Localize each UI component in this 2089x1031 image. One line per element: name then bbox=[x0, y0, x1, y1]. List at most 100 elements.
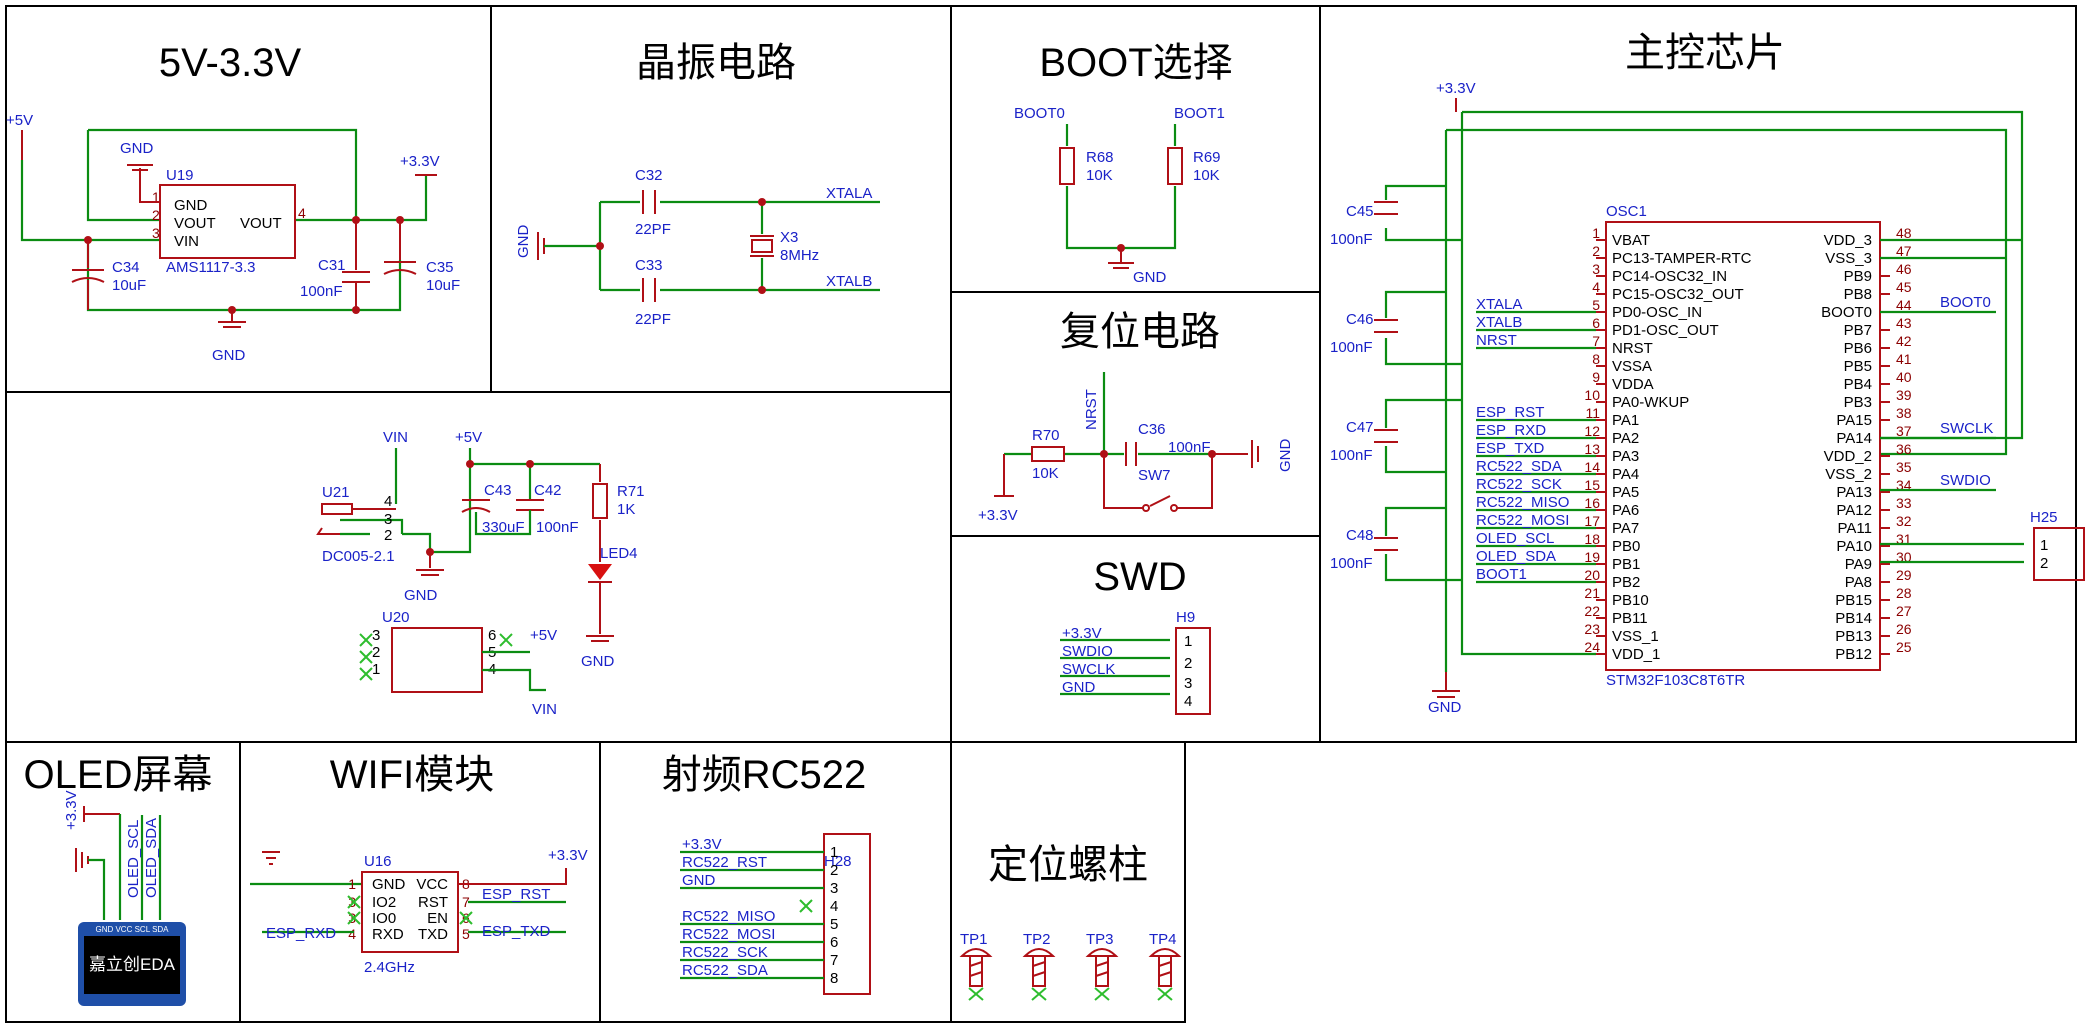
c43-ref: C43 bbox=[484, 482, 512, 499]
c48-value: 100nF bbox=[1330, 555, 1373, 572]
mcu-right-nets: BOOT0 SWCLK SWDIO H25 12 bbox=[1880, 238, 2085, 581]
mcu-left-net-label: OLED_SDA bbox=[1476, 548, 1556, 565]
mcu-right-pin-name: PA8 bbox=[1845, 574, 1872, 591]
c31-ref: C31 bbox=[318, 257, 346, 274]
section-title-swd: SWD bbox=[1093, 555, 1186, 599]
testpoint-thread bbox=[1032, 971, 1046, 977]
u21-ref: U21 bbox=[322, 484, 350, 501]
testpoint-thread bbox=[1158, 971, 1172, 977]
svg-text:6: 6 bbox=[488, 627, 496, 644]
mcu-left-pin-number: 11 bbox=[1585, 405, 1600, 421]
testpoint-head bbox=[1085, 948, 1119, 957]
rc522-net-label: RC522_SCK bbox=[682, 944, 768, 961]
r68-value: 10K bbox=[1086, 167, 1113, 184]
mcu-right-pin-name: PB6 bbox=[1844, 340, 1872, 357]
mcu-left-pin-number: 16 bbox=[1584, 495, 1600, 511]
mcu-left-pin-name: PA7 bbox=[1612, 520, 1639, 537]
mcu-left-pin-name: VDD_1 bbox=[1612, 646, 1660, 663]
net-boot0-top: BOOT0 bbox=[1014, 105, 1065, 122]
oled-net-sda: OLED_SDA bbox=[143, 818, 160, 898]
mcu-left-pin-number: 7 bbox=[1592, 333, 1600, 349]
wifi-left-pin-name: RXD bbox=[372, 926, 404, 943]
mcu-left-net-label: BOOT1 bbox=[1476, 566, 1527, 583]
oled-pin-labels: GND VCC SCL SDA bbox=[95, 925, 169, 934]
x3-ref: X3 bbox=[780, 229, 798, 246]
section-title-boot: BOOT选择 bbox=[1039, 41, 1232, 85]
rc522-pin-number: 1 bbox=[830, 844, 838, 861]
gnd-label-mcu: GND bbox=[1428, 699, 1462, 716]
c45-value: 100nF bbox=[1330, 231, 1373, 248]
mcu-right-pin-name: PA11 bbox=[1838, 520, 1872, 537]
gnd-label-power: GND bbox=[212, 347, 246, 364]
c47-ref: C47 bbox=[1346, 419, 1374, 436]
mcu-left-pin-name: NRST bbox=[1612, 340, 1653, 357]
svg-text:2: 2 bbox=[2040, 555, 2048, 572]
mcu-right-pin-number: 27 bbox=[1896, 603, 1912, 619]
testpoint-body bbox=[969, 955, 983, 987]
mcu-right-pin-number: 26 bbox=[1896, 621, 1912, 637]
mcu-left-pin-name: PA6 bbox=[1612, 502, 1639, 519]
r68-ref: R68 bbox=[1086, 149, 1114, 166]
c45-ref: C45 bbox=[1346, 203, 1374, 220]
mcu-right-pin-name: PA10 bbox=[1836, 538, 1872, 555]
u20-ref: U20 bbox=[382, 609, 410, 626]
c42-value: 100nF bbox=[536, 519, 579, 536]
svg-text:1: 1 bbox=[2040, 537, 2048, 554]
mcu-left-pin-number: 3 bbox=[1592, 261, 1600, 277]
wifi-net-rst: ESP_RST bbox=[482, 886, 550, 903]
mcu-left-pin-number: 14 bbox=[1584, 459, 1600, 475]
r69-ref: R69 bbox=[1193, 149, 1221, 166]
testpoint-thread bbox=[1095, 961, 1109, 967]
gnd-label-u19: GND bbox=[120, 140, 154, 157]
mcu-right-pin-number: 47 bbox=[1896, 243, 1912, 259]
r71-ref: R71 bbox=[617, 483, 645, 500]
mcu-left-pin-name: PB1 bbox=[1612, 556, 1640, 573]
u19-pin-vout-right: VOUT bbox=[240, 215, 282, 232]
mcu-left-pin-name: PA1 bbox=[1612, 412, 1639, 429]
oled-circuit: +3.3V OLED_SCL OLED_SDA GND VCC SCL SDA … bbox=[63, 790, 186, 1006]
wifi-net-rxd: ESP_RXD bbox=[266, 925, 336, 942]
svg-text:2: 2 bbox=[152, 207, 160, 223]
mcu-left-pin-number: 18 bbox=[1584, 531, 1600, 547]
c34-ref: C34 bbox=[112, 259, 140, 276]
testpoint-thread bbox=[969, 961, 983, 967]
testpoint-no-connect bbox=[1157, 987, 1173, 1001]
mcu-right-pin-number: 46 bbox=[1896, 261, 1912, 277]
mcu-right-pin-name: PA12 bbox=[1836, 502, 1872, 519]
mcu-left-pin-name: PA4 bbox=[1612, 466, 1639, 483]
no-connect-marks-u20 bbox=[359, 633, 513, 681]
mcu-right-pin-name: PA13 bbox=[1836, 484, 1872, 501]
mcu-left-pin-number: 15 bbox=[1584, 477, 1600, 493]
mcu-right-pin-number: 48 bbox=[1896, 225, 1912, 241]
mcu-right-pin-name: VSS_2 bbox=[1825, 466, 1872, 483]
mcu-right-pin-number: 39 bbox=[1896, 387, 1912, 403]
mcu-left-pin-number: 13 bbox=[1584, 441, 1600, 457]
u19-pin-vin: VIN bbox=[174, 233, 199, 250]
mcu-left-pin-name: PA2 bbox=[1612, 430, 1639, 447]
c35-ref: C35 bbox=[426, 259, 454, 276]
rc522-no-connect bbox=[799, 899, 813, 913]
rc522-net-label: GND bbox=[682, 872, 716, 889]
svg-text:2: 2 bbox=[372, 644, 380, 661]
mcu-right-pin-number: 43 bbox=[1896, 315, 1912, 331]
net-3v3-mcu: +3.3V bbox=[1436, 80, 1476, 97]
rc522-pin-number: 2 bbox=[830, 862, 838, 879]
mcu-ref: OSC1 bbox=[1606, 203, 1647, 220]
mcu-left-pin-name: PB2 bbox=[1612, 574, 1640, 591]
mcu-left-net-label: ESP_RXD bbox=[1476, 422, 1546, 439]
u19-pin-gnd: GND bbox=[174, 197, 208, 214]
mcu-left-pin-name: PB0 bbox=[1612, 538, 1640, 555]
testpoint-no-connect bbox=[1031, 987, 1047, 1001]
testpoint-label: TP4 bbox=[1149, 931, 1177, 948]
mcu-right-pin-name: PB13 bbox=[1835, 628, 1872, 645]
mcu-left-pin-number: 8 bbox=[1592, 351, 1600, 367]
mcu-left-pin-number: 9 bbox=[1592, 369, 1600, 385]
mcu-left-pin-number: 4 bbox=[1592, 279, 1600, 295]
wifi-right-pin-name: TXD bbox=[418, 926, 448, 943]
c46-ref: C46 bbox=[1346, 311, 1374, 328]
net-3v3-reset: +3.3V bbox=[978, 507, 1018, 524]
mcu-right-pin-name: VSS_3 bbox=[1825, 250, 1872, 267]
